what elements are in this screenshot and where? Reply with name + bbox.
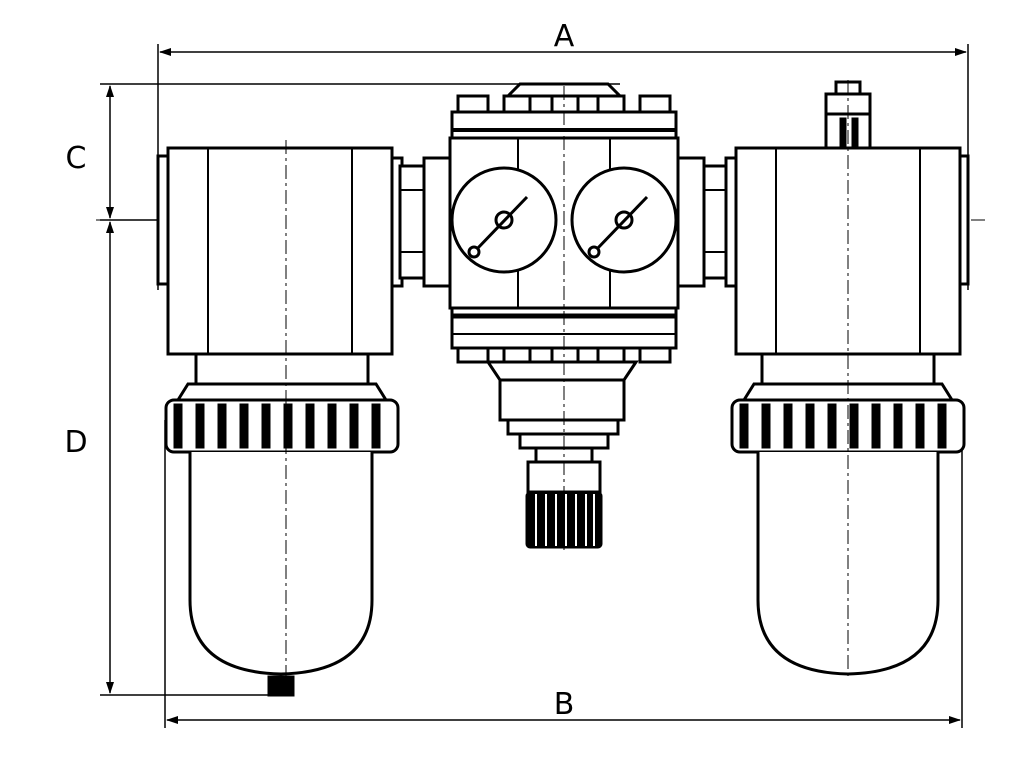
left-pressure-gauge <box>450 166 558 274</box>
right-connector <box>676 156 738 288</box>
dimension-a-label: A <box>554 19 575 54</box>
dimension-d: D <box>64 221 272 696</box>
dimension-c-label: C <box>66 141 87 176</box>
dimension-d-label: D <box>64 425 87 460</box>
right-pressure-gauge <box>570 166 678 274</box>
right-lubricator-unit <box>730 80 970 680</box>
dimension-b-label: B <box>554 687 575 722</box>
left-filter-unit <box>156 140 400 697</box>
center-regulator <box>448 82 680 552</box>
left-connector <box>390 156 452 288</box>
left-ring-ribs <box>173 403 381 449</box>
right-ring-ribs <box>739 403 947 449</box>
dimension-b: B <box>164 420 963 728</box>
